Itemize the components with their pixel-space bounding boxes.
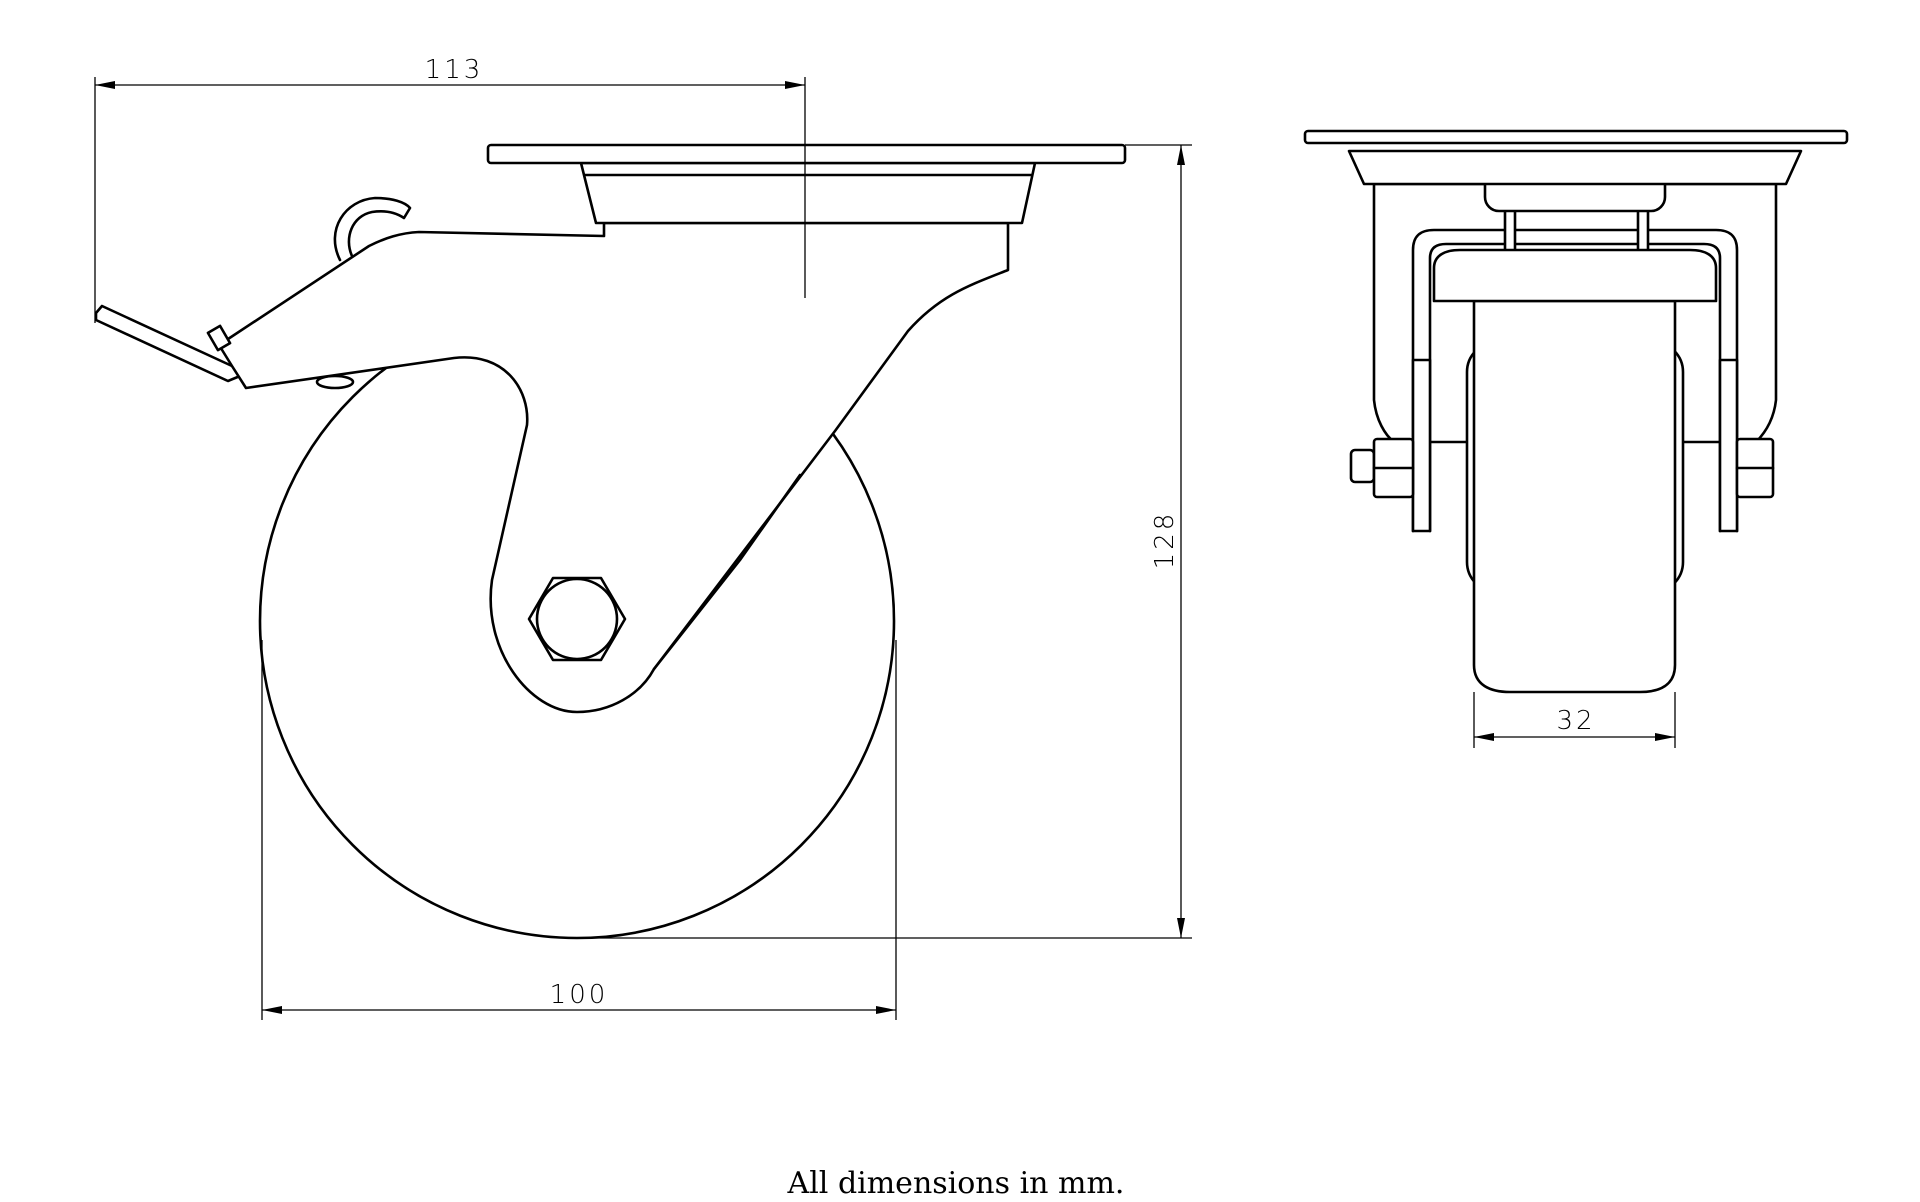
units-caption: All dimensions in mm. bbox=[787, 1166, 1125, 1201]
swivel-bearing bbox=[579, 161, 1037, 225]
brake-plate bbox=[1432, 248, 1718, 303]
brake-spring bbox=[315, 374, 355, 390]
fork-edge bbox=[652, 473, 802, 671]
front-view: 32 bbox=[1303, 129, 1849, 748]
fork-leg-left bbox=[1411, 358, 1432, 533]
brake-spring-right bbox=[1636, 207, 1650, 256]
axle-circle bbox=[535, 577, 619, 661]
wheel-tire bbox=[1472, 299, 1677, 694]
axle-hex-nut bbox=[527, 576, 627, 662]
dim-label-128: 128 bbox=[1150, 511, 1180, 570]
top-plate bbox=[486, 143, 1127, 165]
axle-stub bbox=[1349, 448, 1376, 484]
dim-label-113: 113 bbox=[425, 55, 484, 85]
brake-hook bbox=[333, 196, 412, 262]
side-view: 113 100 128 bbox=[94, 55, 1192, 1020]
swivel-bearing-front bbox=[1347, 149, 1803, 186]
brake-tab bbox=[206, 324, 232, 352]
brake-spring-left bbox=[1503, 207, 1517, 256]
top-plate-front bbox=[1303, 129, 1849, 145]
fork-leg-right bbox=[1718, 358, 1739, 533]
dim-label-32: 32 bbox=[1556, 706, 1595, 736]
dim-label-100: 100 bbox=[550, 980, 609, 1010]
fork-body bbox=[217, 221, 1010, 714]
